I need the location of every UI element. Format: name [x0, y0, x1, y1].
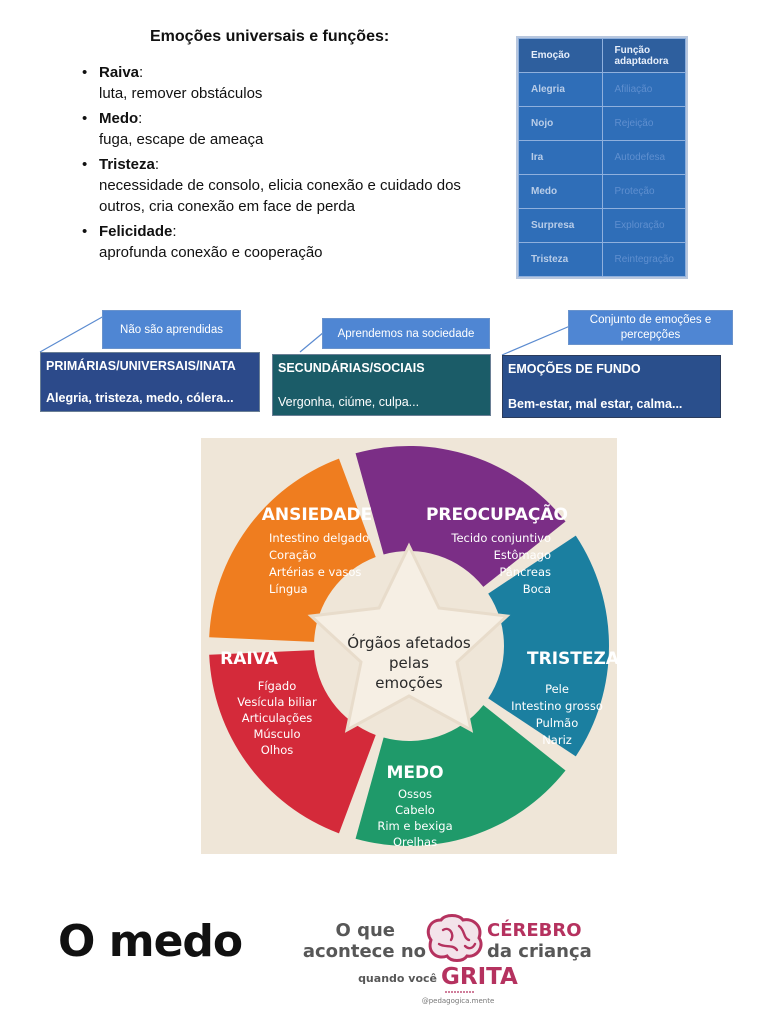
- segment-item: Orelhas: [393, 835, 437, 849]
- banner-text: da criança: [487, 941, 592, 962]
- segment-title-preocupacao: PREOCUPAÇÃO: [426, 502, 568, 525]
- banner-text: quando você: [358, 972, 437, 985]
- category-secondary-box: SECUNDÁRIAS/SOCIAIS Vergonha, ciúme, cul…: [272, 354, 491, 416]
- segment-item: Intestino grosso: [511, 699, 603, 713]
- banner-text: acontece no: [303, 941, 426, 962]
- category-background-box: EMOÇÕES DE FUNDO Bem-estar, mal estar, c…: [502, 355, 721, 418]
- segment-tristeza: [355, 446, 566, 587]
- table-cell: Medo: [518, 174, 603, 209]
- segment-item: Artérias e vasos: [269, 565, 361, 579]
- segment-item: Cabelo: [395, 803, 435, 817]
- segment-item: Pâncreas: [499, 565, 551, 579]
- list-item-term: Medo: [99, 110, 139, 127]
- category-title: EMOÇÕES DE FUNDO: [508, 362, 641, 376]
- table-header-row: Emoção Função adaptadora: [518, 38, 686, 73]
- list-item-desc: fuga, escape de ameaça: [99, 131, 264, 148]
- center-text-line: Órgãos afetados: [347, 633, 471, 652]
- callout-background: Conjunto de emoções e percepções: [568, 310, 733, 345]
- segment-item: Articulações: [242, 711, 313, 725]
- list-item-term: Felicidade: [99, 223, 173, 240]
- segment-item: Fígado: [258, 679, 297, 693]
- list-item: Tristeza:necessidade de consolo, elicia …: [82, 154, 502, 217]
- segment-preocupacao: [209, 458, 376, 642]
- list-item: Medo:fuga, escape de ameaça: [82, 108, 502, 150]
- center-text-line: emoções: [375, 674, 443, 692]
- segment-title-tristeza: TRISTEZA: [527, 649, 617, 669]
- segment-medo: [488, 535, 609, 757]
- list-item-desc: necessidade de consolo, elicia conexão e…: [99, 177, 461, 215]
- table-cell: Rejeição: [601, 106, 686, 141]
- segment-item: Coração: [269, 548, 316, 562]
- table-cell: Autodefesa: [601, 140, 686, 175]
- segment-item: Língua: [269, 582, 308, 596]
- callout-pointers: [39, 315, 571, 356]
- list-item: Felicidade:aprofunda conexão e cooperaçã…: [82, 221, 502, 263]
- category-examples: Vergonha, ciúme, culpa...: [278, 395, 420, 409]
- banner-text: GRITA: [441, 964, 518, 990]
- segment-title-medo: MEDO: [386, 763, 443, 783]
- center-text-line: pelas: [389, 654, 429, 672]
- banner-text: CÉREBRO: [487, 919, 582, 941]
- table-header: Função adaptadora: [601, 38, 686, 73]
- segment-raiva: [355, 705, 566, 846]
- table-cell: Proteção: [601, 174, 686, 209]
- segment-item: Músculo: [253, 727, 300, 741]
- brain-icon: [426, 914, 483, 962]
- table-cell: Ira: [518, 140, 603, 175]
- segment-item: Nariz: [542, 733, 572, 747]
- segment-item: Ossos: [398, 787, 432, 801]
- list-item-term: Raiva: [99, 64, 140, 81]
- list-item-desc: aprofunda conexão e cooperação: [99, 244, 323, 261]
- diagram-segments: [209, 446, 609, 846]
- segment-item: Pele: [545, 682, 569, 696]
- list-item: Raiva:luta, remover obstáculos: [82, 62, 502, 104]
- category-primary-box: PRIMÁRIAS/UNIVERSAIS/INATA Alegria, tris…: [40, 352, 260, 412]
- emotions-list: Raiva:luta, remover obstáculos Medo:fuga…: [82, 62, 502, 267]
- table-cell: Nojo: [518, 106, 603, 141]
- segment-item: Intestino delgado: [269, 531, 369, 545]
- segment-item: Olhos: [261, 743, 294, 757]
- list-item-term: Tristeza: [99, 156, 155, 173]
- segment-item: Vesícula biliar: [237, 695, 317, 709]
- banner-text: O que: [336, 920, 395, 941]
- segment-item: Tecido conjuntivo: [450, 531, 551, 545]
- table-cell: Reintegração: [601, 242, 686, 277]
- table-cell: Exploração: [601, 208, 686, 243]
- segment-item: Rim e bexiga: [377, 819, 452, 833]
- organs-emotions-diagram: Órgãos afetados pelas emoções ANSIEDADE …: [201, 438, 617, 854]
- segment-item: Pulmão: [536, 716, 579, 730]
- table-cell: Tristeza: [518, 242, 603, 277]
- list-title: Emoções universais e funções:: [150, 28, 390, 45]
- callout-secondary: Aprendemos na sociedade: [322, 318, 490, 349]
- segment-item: Estômago: [494, 548, 551, 562]
- segment-item: Boca: [523, 582, 551, 596]
- medo-heading: O medo: [58, 916, 243, 967]
- segment-title-raiva: RAIVA: [220, 649, 279, 669]
- brain-banner: O que CÉREBRO acontece no da criança qua…: [275, 910, 625, 1010]
- list-item-desc: luta, remover obstáculos: [99, 85, 263, 102]
- banner-handle: @pedagogica.mente: [422, 997, 495, 1005]
- segment-ansiedade: [209, 650, 376, 834]
- category-title: PRIMÁRIAS/UNIVERSAIS/INATA: [46, 359, 236, 373]
- segment-title-ansiedade: ANSIEDADE: [262, 505, 373, 525]
- table-cell: Afiliação: [601, 72, 686, 107]
- category-title: SECUNDÁRIAS/SOCIAIS: [278, 361, 425, 375]
- table-cell: Surpresa: [518, 208, 603, 243]
- category-examples: Alegria, tristeza, medo, cólera...: [46, 391, 234, 405]
- category-examples: Bem-estar, mal estar, calma...: [508, 397, 683, 411]
- callout-primary: Não são aprendidas: [102, 310, 241, 349]
- center-star: [307, 542, 511, 733]
